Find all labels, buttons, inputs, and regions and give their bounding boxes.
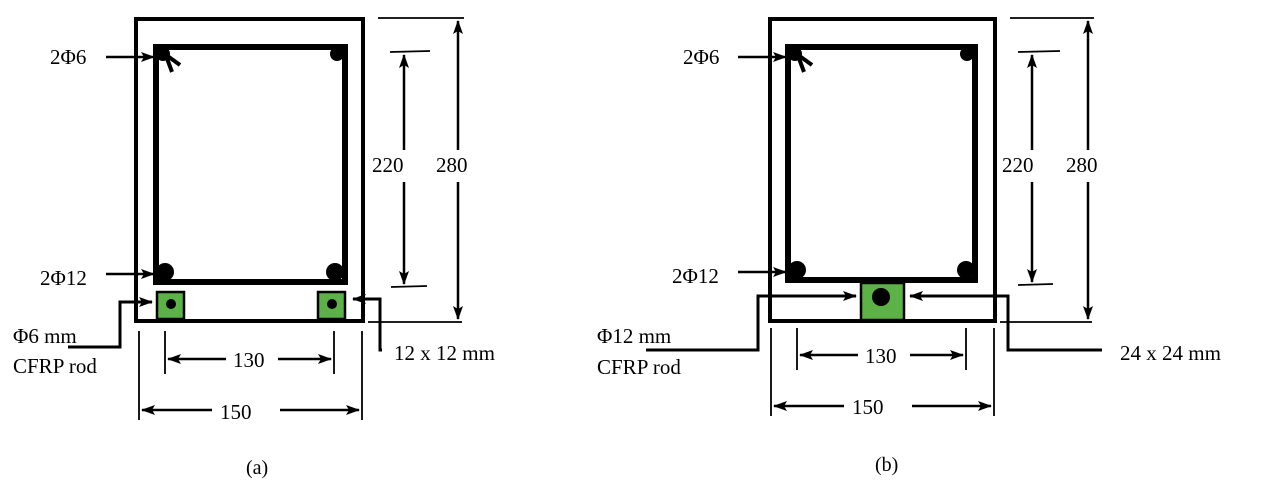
beam-outline xyxy=(134,17,365,323)
panel-caption: (b) xyxy=(875,454,898,476)
dim-220-tick-bottom xyxy=(390,285,428,288)
stirrup xyxy=(785,44,978,283)
dim-220-tick-bottom xyxy=(1017,283,1054,286)
bottom-bar-left xyxy=(788,261,806,279)
dim-height-outer: 280 xyxy=(1066,153,1098,177)
rod-label-line2: CFRP rod xyxy=(13,354,97,378)
bottom-bar-left xyxy=(156,263,174,281)
dim-height-inner: 220 xyxy=(1002,153,1034,177)
stirrup xyxy=(153,44,348,285)
dim-220-tick-top xyxy=(389,50,431,53)
top-bar-label: 2Φ6 xyxy=(683,45,719,69)
top-bar-right xyxy=(960,47,974,61)
rod-leader xyxy=(68,297,153,349)
cfrp-rod xyxy=(872,288,890,306)
rod-label-line1: Φ12 mm xyxy=(597,324,671,348)
rod-label-line2: CFRP rod xyxy=(597,355,681,379)
top-bar-label: 2Φ6 xyxy=(50,45,86,69)
dim-height-inner: 220 xyxy=(372,153,404,177)
bottom-bar-label: 2Φ12 xyxy=(40,266,87,290)
panel-b: 2Φ6 2Φ12 Φ12 mm CFRP rod 24 x 24 mm 220 … xyxy=(597,17,1221,476)
groove-leader xyxy=(909,291,1102,352)
rod-label-line1: Φ6 mm xyxy=(13,324,77,348)
dim-width-inner: 130 xyxy=(865,344,897,368)
dim-height-outer: 280 xyxy=(436,153,468,177)
top-bar-left xyxy=(788,47,802,61)
bottom-bar-right xyxy=(326,263,344,281)
rod-leader xyxy=(646,291,857,352)
dim-width-outer: 150 xyxy=(852,395,884,419)
bottom-bar-right xyxy=(957,261,975,279)
top-bar-left xyxy=(156,47,170,61)
dim-width-inner: 130 xyxy=(233,348,265,372)
groove-label: 12 x 12 mm xyxy=(394,341,495,365)
cfrp-groove-left xyxy=(155,290,186,321)
panel-caption: (a) xyxy=(246,457,268,479)
groove-leader xyxy=(352,294,382,352)
dim-220-tick-top xyxy=(1017,50,1061,53)
top-bar-right xyxy=(330,47,344,61)
groove-label: 24 x 24 mm xyxy=(1120,341,1221,365)
cfrp-rod-right xyxy=(327,299,337,309)
panel-a: 2Φ6 2Φ12 Φ6 mm CFRP rod 12 x 12 mm 220 2… xyxy=(13,17,495,479)
dim-width-outer: 150 xyxy=(220,400,252,424)
cfrp-rod-left xyxy=(166,299,176,309)
bottom-bar-label: 2Φ12 xyxy=(672,264,719,288)
